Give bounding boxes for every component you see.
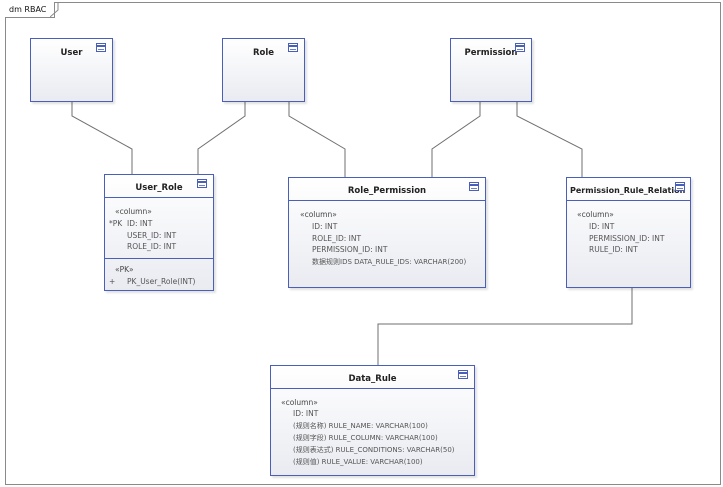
entity-user[interactable]: User <box>30 38 113 102</box>
column-row: RULE_ID: INT <box>589 245 638 254</box>
stereotype-pk: «PK» <box>115 265 134 274</box>
operation-marker: + <box>109 277 116 286</box>
table-icon <box>458 370 468 379</box>
connector-permission-rule-relation-data-rule <box>377 288 633 365</box>
entity-name: User_Role <box>135 183 183 193</box>
entity-role[interactable]: Role <box>222 38 305 102</box>
entity-name: Permission_Rule_Relation <box>570 186 686 195</box>
column-row: 数据规则IDS DATA_RULE_IDS: VARCHAR(200) <box>312 258 467 266</box>
section-separator <box>105 258 213 259</box>
entity-permission-rule-relation[interactable]: Permission_Rule_Relation «column» ID: IN… <box>566 177 691 288</box>
entity-user-role[interactable]: User_Role «column» *PK ID: INT USER_ID: … <box>104 174 214 291</box>
column-row: ID: INT <box>312 222 338 231</box>
header-separator <box>105 197 213 198</box>
connector-permission-permission-rule-relation <box>516 102 583 177</box>
column-row: USER_ID: INT <box>127 231 177 240</box>
stereotype-column: «column» <box>577 210 614 219</box>
operation-row: PK_User_Role(INT) <box>127 277 196 286</box>
entity-permission[interactable]: Permission <box>450 38 532 102</box>
connector-role-user-role <box>197 102 246 174</box>
header-separator <box>289 200 485 201</box>
stereotype-column: «column» <box>300 210 337 219</box>
header-separator <box>567 200 690 201</box>
column-row: ID: INT <box>127 219 153 228</box>
connector-permission-role-permission <box>431 102 481 177</box>
column-row: ID: INT <box>589 222 615 231</box>
column-row: ROLE_ID: INT <box>127 242 177 251</box>
pk-marker: *PK <box>109 219 123 228</box>
column-row: (规则值) RULE_VALUE: VARCHAR(100) <box>293 458 423 466</box>
entity-name: User <box>60 48 83 58</box>
table-icon <box>197 179 207 188</box>
entity-name: Permission <box>464 48 518 58</box>
frame-tab-notch <box>50 2 59 17</box>
column-row: (规则表达式) RULE_CONDITIONS: VARCHAR(50) <box>293 446 455 454</box>
connector-user-user-role <box>71 102 133 174</box>
table-icon <box>96 43 106 52</box>
entity-data-rule[interactable]: Data_Rule «column» ID: INT (规则名称) RULE_N… <box>270 365 475 476</box>
table-icon <box>515 43 525 52</box>
entity-name: Role_Permission <box>347 186 427 196</box>
header-separator <box>271 388 474 389</box>
column-row: ID: INT <box>293 409 319 418</box>
connector-role-role-permission <box>288 102 346 177</box>
column-row: PERMISSION_ID: INT <box>312 245 388 254</box>
diagram-frame <box>5 2 721 485</box>
table-icon <box>675 182 685 191</box>
table-icon <box>469 182 479 191</box>
column-row: (规则名称) RULE_NAME: VARCHAR(100) <box>293 422 428 430</box>
stereotype-column: «column» <box>115 207 152 216</box>
column-row: PERMISSION_ID: INT <box>589 234 665 243</box>
column-row: ROLE_ID: INT <box>312 234 362 243</box>
entity-name: Data_Rule <box>348 374 397 384</box>
diagram-frame-title: dm RBAC <box>5 2 56 18</box>
table-icon <box>288 43 298 52</box>
entity-name: Role <box>252 48 275 58</box>
column-row: (规则字段) RULE_COLUMN: VARCHAR(100) <box>293 434 438 442</box>
stereotype-column: «column» <box>281 398 318 407</box>
entity-role-permission[interactable]: Role_Permission «column» ID: INT ROLE_ID… <box>288 177 486 288</box>
